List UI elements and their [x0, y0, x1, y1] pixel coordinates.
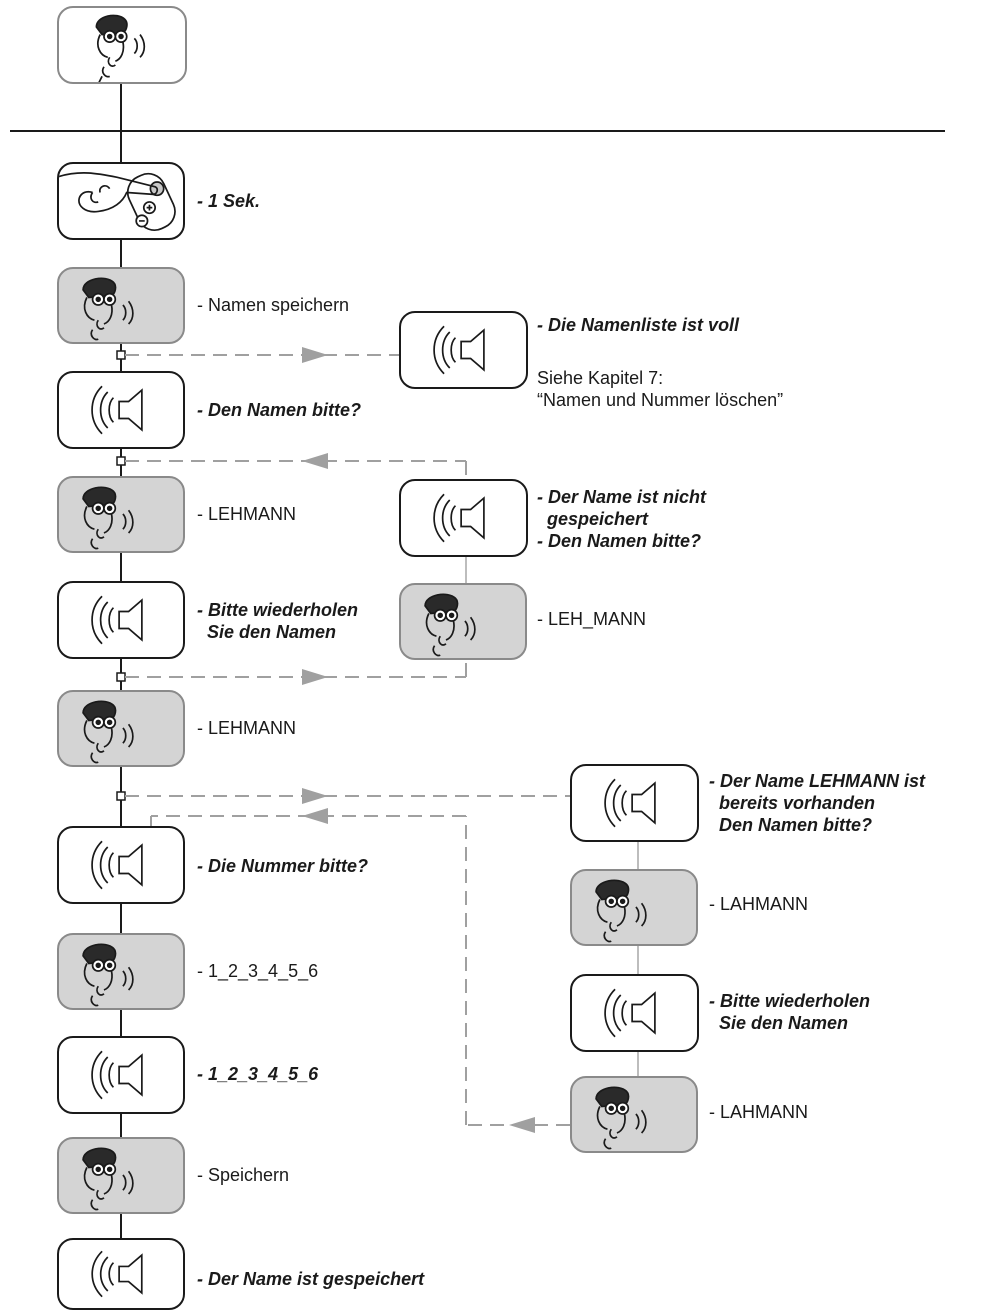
speaker-not-saved-box: [399, 479, 528, 557]
hand-press-button-icon: [59, 172, 176, 231]
speaker-repeat-name-box-1: [57, 581, 185, 659]
user-speaking-icon: [595, 879, 647, 943]
label-lahmann-1: - LAHMANN: [709, 894, 809, 914]
user-speaking-icon: [82, 1147, 134, 1211]
arrow-left-2: [302, 808, 328, 824]
user-say-lahmann-box-1: [570, 869, 698, 946]
arrow-right-3: [302, 788, 328, 804]
junction-2: [116, 456, 126, 466]
speaker-icon: [433, 325, 485, 375]
dashed-path-leh-mann: [125, 660, 467, 678]
dashed-path-not-saved: [125, 460, 467, 478]
user-speaking-icon: [595, 1086, 647, 1150]
label-number-please: - Die Nummer bitte?: [197, 856, 369, 876]
label-store-name: - Namen speichern: [197, 295, 350, 315]
speaker-icon: [604, 778, 656, 828]
speaker-icon: [91, 1250, 143, 1298]
speaker-icon: [433, 493, 485, 543]
user-speaking-icon: [82, 486, 134, 550]
speaker-icon: [91, 840, 143, 890]
speaker-number-please-box: [57, 826, 185, 904]
arrow-left-3: [509, 1117, 535, 1133]
label-list-full: - Die Namenliste ist voll: [537, 315, 740, 335]
user-speaking-icon: [82, 277, 134, 341]
junction-4: [116, 791, 126, 801]
speaker-icon: [604, 988, 656, 1038]
speaker-saved-box: [57, 1238, 185, 1310]
arrow-right-2: [302, 669, 328, 685]
user-say-lahmann-box-2: [570, 1076, 698, 1153]
user-say-leh-mann-box: [399, 583, 527, 660]
label-repeat-name-2: - Bitte wiederholen Sie den Namen: [709, 991, 871, 1033]
speaker-name-please-box: [57, 371, 185, 449]
user-speaking-icon: [82, 943, 134, 1007]
speaker-icon: [91, 1050, 143, 1100]
user-say-save-box: [57, 1137, 185, 1214]
user-say-lehmann-box-1: [57, 476, 185, 553]
speaker-icon: [91, 595, 143, 645]
label-repeat-name-1: - Bitte wiederholen Sie den Namen: [197, 600, 359, 642]
arrow-right-1: [302, 347, 328, 363]
label-digits-said: - 1_2_3_4_5_6: [197, 961, 319, 981]
label-lehmann-1: - LEHMANN: [197, 504, 297, 524]
press-button-box: [57, 162, 185, 240]
label-not-saved: - Der Name ist nicht gespeichert - Den N…: [537, 487, 707, 551]
user-speaking-icon: [424, 593, 476, 657]
junction-3: [116, 672, 126, 682]
label-saved: - Der Name ist gespeichert: [197, 1269, 425, 1289]
label-see-chapter: Siehe Kapitel 7: “Namen und Nummer lösch…: [537, 368, 784, 410]
speaker-icon: [91, 385, 143, 435]
speaker-digits-echo-box: [57, 1036, 185, 1114]
label-already-exists: - Der Name LEHMANN ist bereits vorhanden…: [709, 771, 926, 835]
user-say-store-name-box: [57, 267, 185, 344]
label-name-please: - Den Namen bitte?: [197, 400, 362, 420]
speaker-repeat-name-box-2: [570, 974, 699, 1052]
user-speaking-icon: [95, 14, 146, 82]
label-leh-mann: - LEH_MANN: [537, 609, 647, 629]
speaker-already-exists-box: [570, 764, 699, 842]
label-lahmann-2: - LAHMANN: [709, 1102, 809, 1122]
label-one-second: - 1 Sek.: [197, 191, 261, 211]
label-lehmann-2: - LEHMANN: [197, 718, 297, 738]
junction-1: [116, 350, 126, 360]
label-digits-echo: - 1_2_3_4_5_6: [197, 1064, 319, 1084]
user-speaking-icon: [82, 700, 134, 764]
arrow-left-1: [302, 453, 328, 469]
start-user-box: [57, 6, 187, 84]
speaker-list-full-box: [399, 311, 528, 389]
user-say-lehmann-box-2: [57, 690, 185, 767]
label-save: - Speichern: [197, 1165, 290, 1185]
user-say-digits-box: [57, 933, 185, 1010]
